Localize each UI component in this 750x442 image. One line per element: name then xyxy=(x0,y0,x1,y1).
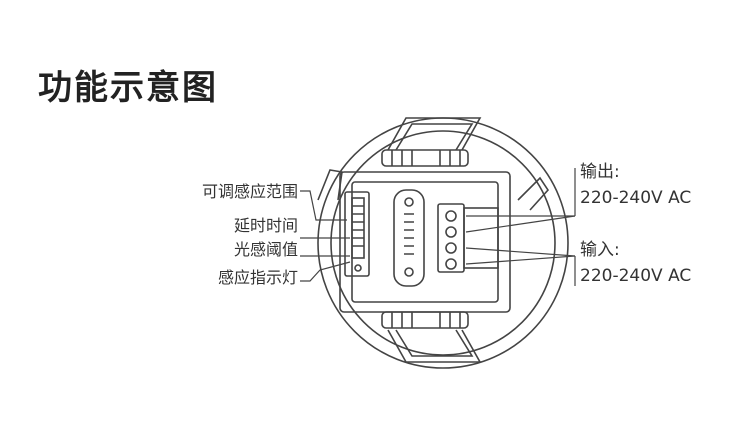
label-light-threshold: 光感阈值 xyxy=(233,240,298,259)
label-detection-range: 可调感应范围 xyxy=(201,182,298,201)
page-title: 功能示意图 xyxy=(38,68,218,108)
potentiometer-strip xyxy=(344,191,370,277)
terminal-block xyxy=(437,203,499,273)
top-spring-clip xyxy=(381,117,482,167)
right-clip xyxy=(517,176,550,211)
center-lens-module xyxy=(393,189,425,287)
outer-housing-ring xyxy=(317,117,569,369)
right-leader-lines xyxy=(465,168,576,286)
module-body xyxy=(339,171,511,313)
label-output-title: 输出: xyxy=(580,162,620,182)
label-input-title: 输入: xyxy=(580,240,620,260)
label-indicator-light: 感应指示灯 xyxy=(217,268,298,287)
label-delay-time: 延时时间 xyxy=(233,216,298,235)
label-input-value: 220-240V AC xyxy=(580,266,692,286)
module-inner-frame xyxy=(351,181,499,303)
bottom-spring-clip xyxy=(381,311,482,363)
inner-housing-ring xyxy=(330,130,556,356)
label-output-value: 220-240V AC xyxy=(580,188,692,208)
left-leader-lines xyxy=(300,190,351,282)
